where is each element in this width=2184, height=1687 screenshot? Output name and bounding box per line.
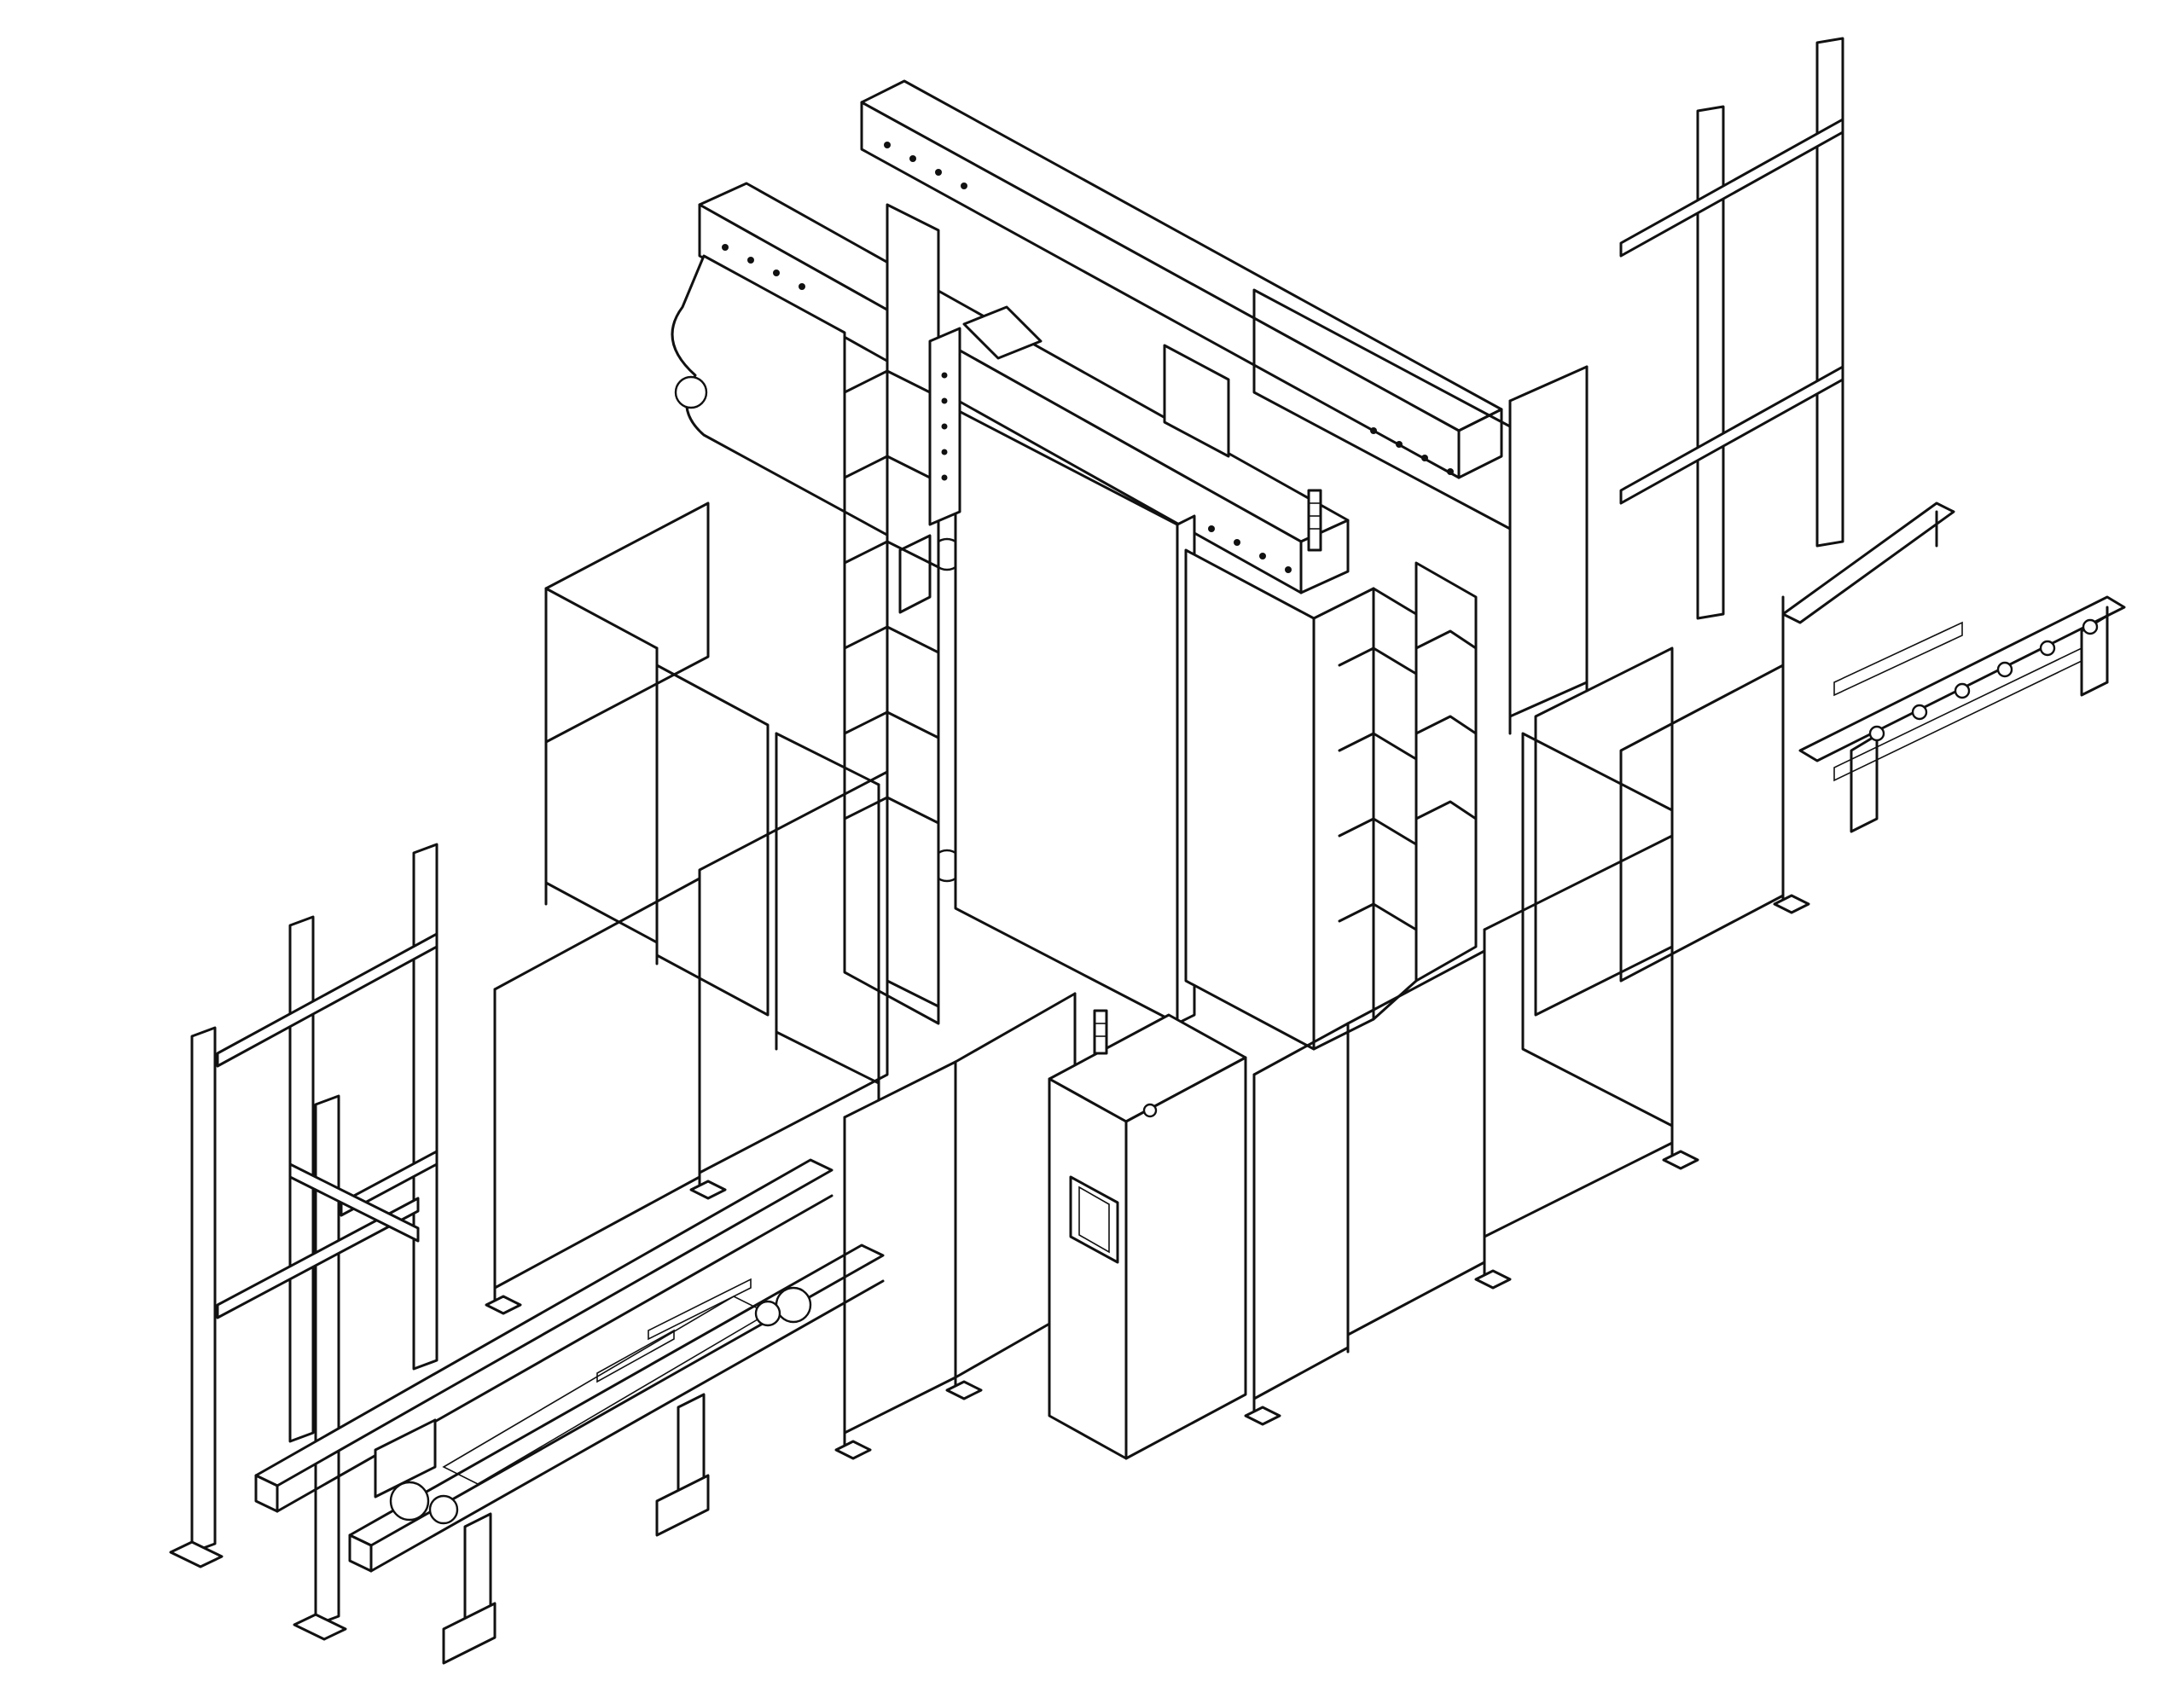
safety-fence-front-right xyxy=(1252,732,1674,1417)
pallet-rack-back-right xyxy=(1619,37,1844,620)
fence-feet xyxy=(169,894,1810,1641)
safety-fence-back-left xyxy=(544,501,880,1102)
drive-motor-left xyxy=(374,1286,812,1525)
right-column-ribs xyxy=(1338,629,1478,931)
signal-tower-top xyxy=(1307,489,1322,552)
press-frame xyxy=(671,79,1503,1051)
frame-ribs xyxy=(843,369,940,825)
beam-bolt-holes xyxy=(722,142,1454,573)
roller-conveyor-left xyxy=(254,1158,885,1665)
control-cabinet xyxy=(1048,1009,1247,1460)
pallet-rack-left xyxy=(190,843,439,1626)
signal-tower-cabinet xyxy=(1093,1009,1108,1055)
hmi-screen[interactable] xyxy=(1069,1175,1119,1264)
roller-conveyor-right xyxy=(1781,501,2126,833)
